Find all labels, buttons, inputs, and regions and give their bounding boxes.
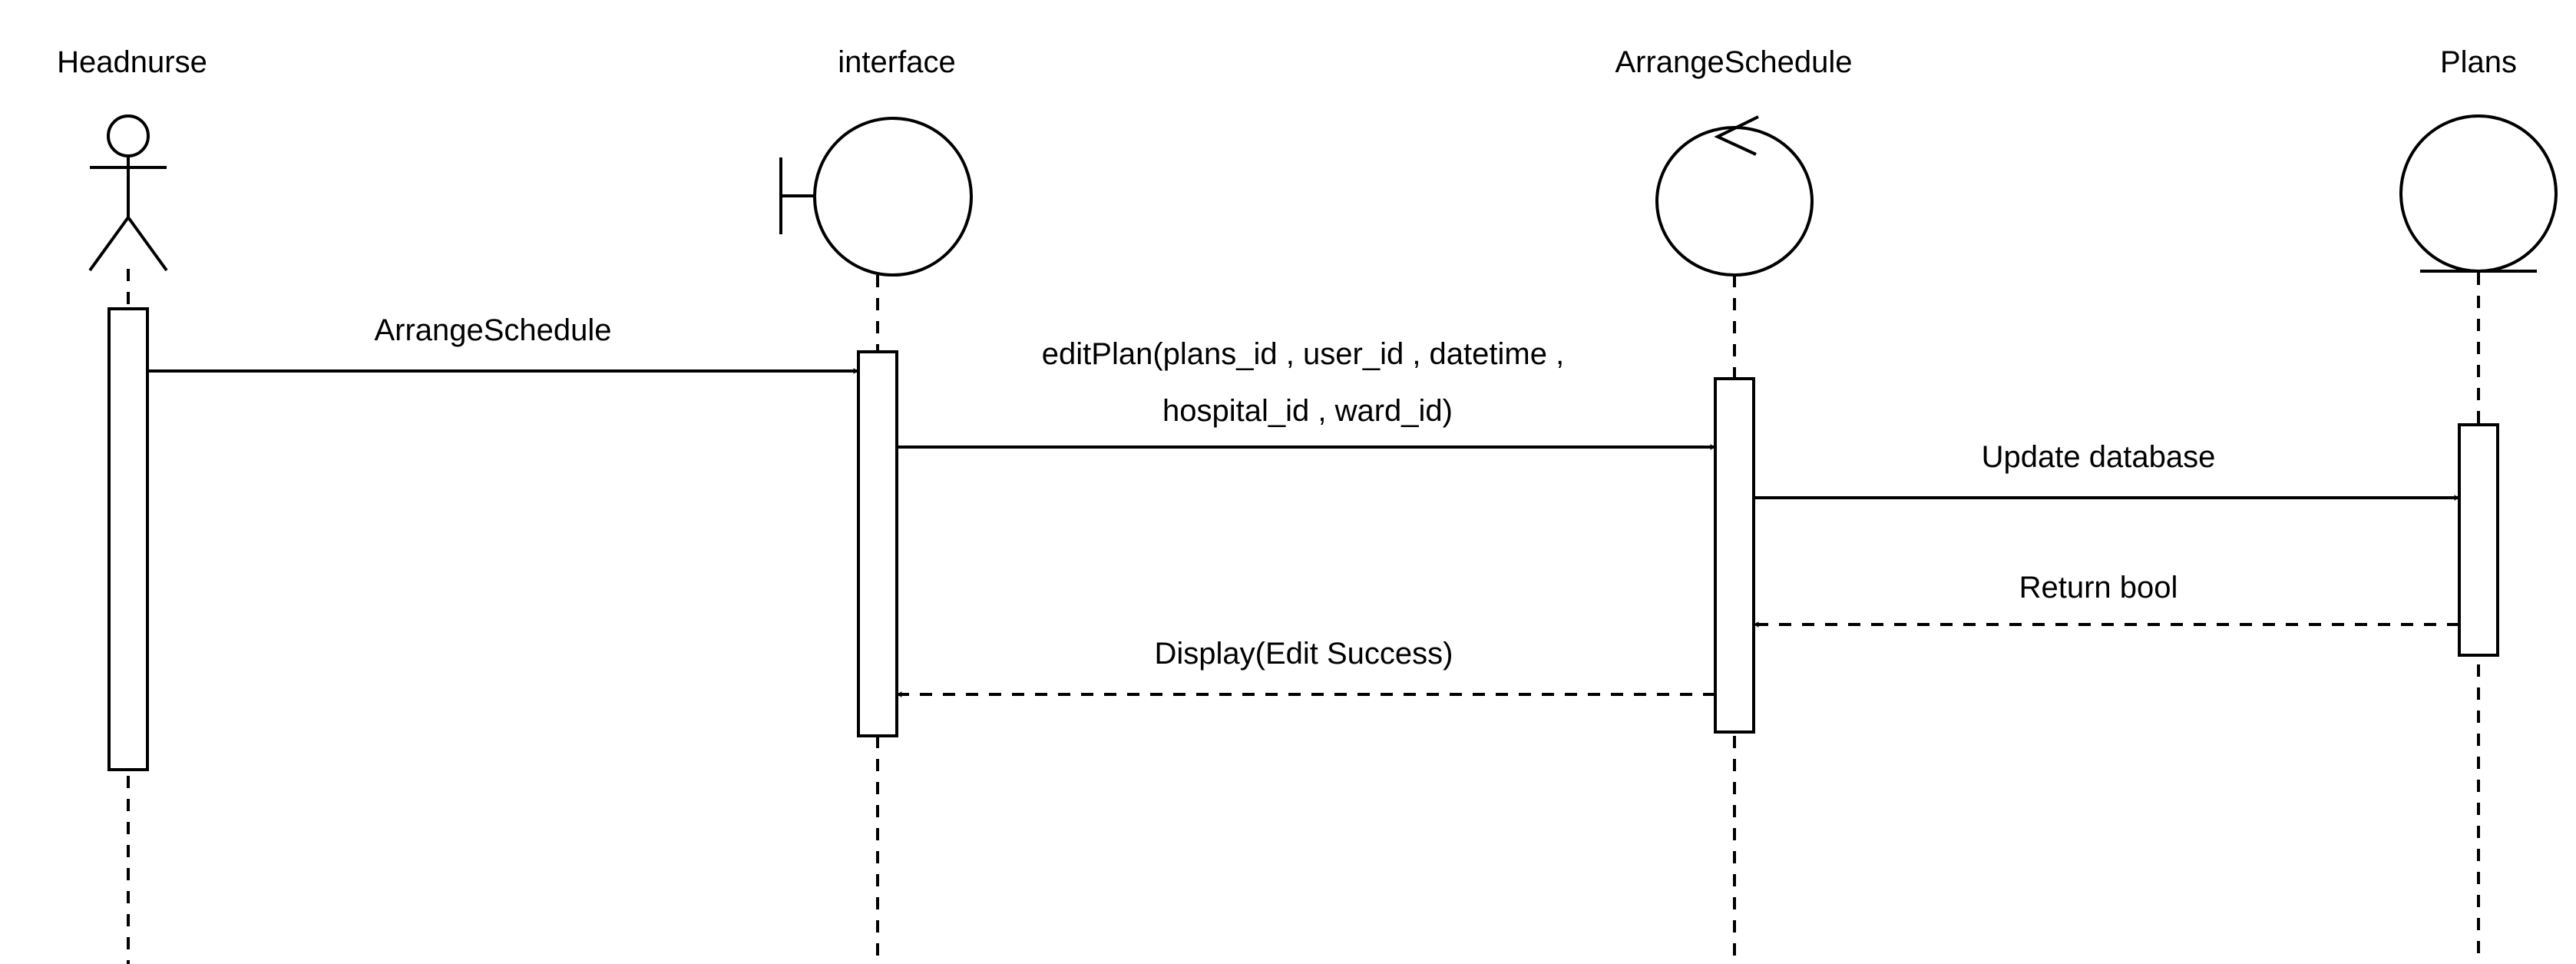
message-label: Display(Edit Success)	[1154, 637, 1453, 671]
activation-plans	[2458, 423, 2499, 657]
participant-name-arrange-schedule: ArrangeSchedule	[1615, 45, 1852, 79]
activations	[107, 307, 2499, 771]
activation-interface	[857, 350, 898, 737]
message-label: ArrangeSchedule	[374, 313, 611, 347]
message-return-bool: Return bool	[1753, 571, 2459, 628]
message-display-edit-success: Display(Edit Success)	[896, 637, 1715, 697]
lifelines	[127, 269, 2480, 964]
participant-name-plans: Plans	[2440, 45, 2517, 79]
activation-headnurse	[107, 307, 149, 771]
actor-icon	[88, 114, 168, 272]
message-label-line-1: editPlan(plans_id , user_id , datetime ,	[1042, 337, 1564, 371]
control-icon	[1655, 115, 1814, 277]
message-label: Update database	[1982, 440, 2216, 474]
message-edit-plan: editPlan(plans_id , user_id , datetime ,…	[897, 337, 1716, 450]
message-arrange-schedule: ArrangeSchedule	[147, 313, 859, 374]
message-update-database: Update database	[1754, 440, 2460, 501]
participant-name-interface: interface	[838, 45, 955, 79]
participant-name-headnurse: Headnurse	[57, 45, 207, 79]
boundary-icon	[779, 117, 973, 277]
activation-arrange-schedule	[1714, 377, 1755, 734]
entity-icon	[2399, 114, 2558, 273]
message-label: Return bool	[2019, 571, 2178, 605]
message-label-line-2: hospital_id , ward_id)	[1162, 394, 1453, 428]
